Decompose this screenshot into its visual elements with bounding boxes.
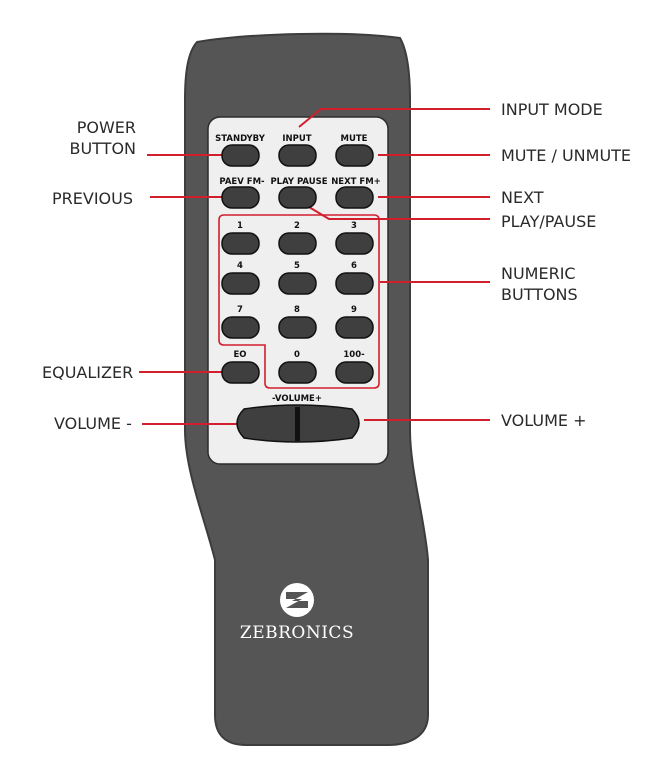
num-0-label: 0 [294,350,300,360]
num-100-label: 100- [343,350,365,360]
volume-label: -VOLUME+ [272,394,322,404]
play-pause-button[interactable] [278,186,317,209]
zebronics-logo-icon [280,583,314,617]
callout-power: POWER BUTTON [69,118,136,158]
num-8-button[interactable] [278,316,317,339]
num-8-label: 8 [294,305,300,315]
mute-button[interactable] [335,144,374,167]
num-2-label: 2 [294,221,300,231]
eq-label: EO [233,350,246,360]
volume-divider [295,407,300,441]
num-5-label: 5 [294,261,300,271]
num-1-button[interactable] [221,232,260,255]
callout-next: NEXT [501,188,544,207]
play-pause-line [308,206,490,220]
mute-label: MUTE [341,134,368,144]
num-6-label: 6 [351,261,357,271]
num-6-button[interactable] [335,272,374,295]
num-1-label: 1 [237,221,243,231]
callout-volume-up: VOLUME + [501,411,587,430]
num-4-label: 4 [237,261,243,271]
num-0-button[interactable] [278,361,317,384]
prev-button[interactable] [221,186,260,209]
brand-wordmark: ZEBRONICS [240,623,354,643]
num-7-label: 7 [237,305,243,315]
num-9-label: 9 [351,305,357,315]
callout-input-mode: INPUT MODE [501,100,603,119]
input-mode-line [298,108,490,128]
eq-button[interactable] [221,361,260,384]
callout-numeric-buttons: NUMERIC BUTTONS [501,264,578,304]
standby-label: STANDYBY [215,134,266,144]
callout-play-pause: PLAY/PAUSE [501,212,597,231]
num-5-button[interactable] [278,272,317,295]
num-2-button[interactable] [278,232,317,255]
callout-volume-down: VOLUME - [54,414,132,433]
num-100-button[interactable] [335,361,374,384]
num-9-button[interactable] [335,316,374,339]
num-7-button[interactable] [221,316,260,339]
num-4-button[interactable] [221,272,260,295]
num-3-label: 3 [351,221,357,231]
play-label: PLAY PAUSE [270,177,327,187]
num-3-button[interactable] [335,232,374,255]
callout-lines [139,108,490,425]
callout-mute-unmute: MUTE / UNMUTE [501,146,632,165]
standby-button[interactable] [221,144,260,167]
callout-previous: PREVIOUS [52,189,133,208]
prev-label: PAEV FM- [219,177,265,187]
next-button[interactable] [335,186,374,209]
callout-equalizer: EQUALIZER [42,363,134,382]
next-label: NEXT FM+ [331,177,381,187]
input-button[interactable] [278,144,317,167]
input-label: INPUT [282,134,311,144]
